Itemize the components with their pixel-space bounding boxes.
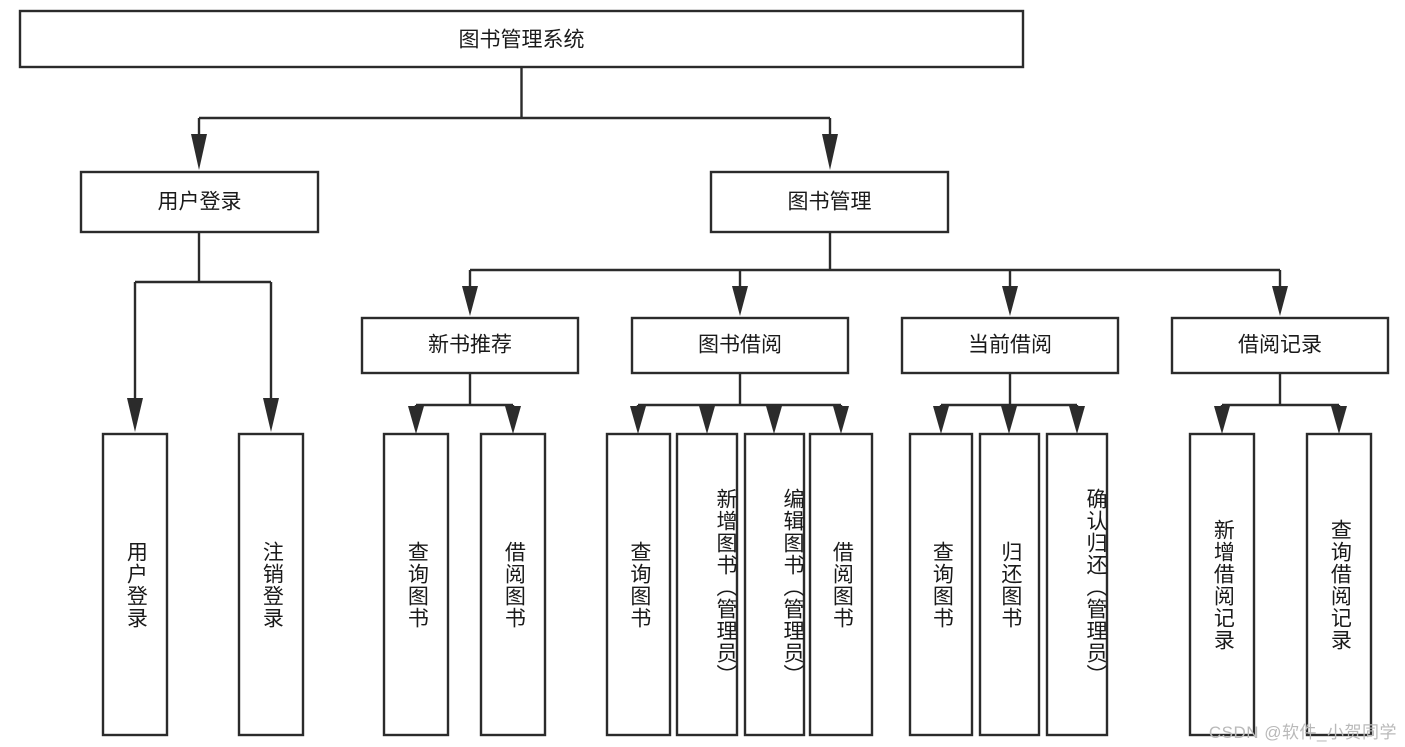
- root-box-label: 图书管理系统: [459, 29, 585, 52]
- leaf-box-borrow-book-2[interactable]: [808, 432, 874, 737]
- leaf-box-confirm-return[interactable]: [1045, 432, 1109, 737]
- leaf-box-query-record[interactable]: [1305, 432, 1373, 737]
- arrow-leaf-query-record: [1331, 406, 1347, 434]
- arrow-user-login: [191, 134, 207, 170]
- leaf-box-add-book[interactable]: [675, 432, 739, 737]
- current-borrow-box-rect: [900, 316, 1120, 375]
- leaf-box-add-record[interactable]: [1188, 432, 1256, 737]
- new-book-recommend-box-rect: [360, 316, 580, 375]
- arrow-leaf-borrow-book-2: [833, 406, 849, 434]
- arrow-book-manage: [822, 134, 838, 170]
- arrow-leaf-confirm-return: [1069, 406, 1085, 434]
- arrow-leaf-add-record: [1214, 406, 1230, 434]
- leaf-box-user-logout[interactable]: [237, 432, 305, 737]
- csdn-watermark: CSDN @软件_小贺同学: [1208, 723, 1397, 742]
- arrow-leaf-query-book-1: [408, 406, 424, 434]
- arrow-book-borrow: [732, 286, 748, 316]
- arrow-leaf-user-logout: [263, 398, 279, 432]
- arrow-leaf-query-book-3: [933, 406, 949, 434]
- arrow-leaf-return-book: [1001, 406, 1017, 434]
- root-box-rect: [18, 9, 1025, 69]
- node-new-book-recommend[interactable]: 新书推荐: [360, 316, 580, 375]
- node-current-borrow[interactable]: 当前借阅: [900, 316, 1120, 375]
- user-login-box-label: 用户登录: [158, 191, 242, 214]
- leaf-box-query-book-1[interactable]: [382, 432, 450, 737]
- node-user-login[interactable]: 用户登录: [79, 170, 320, 234]
- arrow-new-book-recommend: [462, 286, 478, 316]
- leaf-box-edit-book[interactable]: [743, 432, 806, 737]
- leaf-box-user-login[interactable]: [101, 432, 169, 737]
- arrow-leaf-add-book: [699, 406, 715, 434]
- leaf-box-query-book-2[interactable]: [605, 432, 672, 737]
- arrow-borrow-record: [1272, 286, 1288, 316]
- arrow-leaf-borrow-book-1: [505, 406, 521, 434]
- leaf-box-borrow-book-1[interactable]: [479, 432, 547, 737]
- book-borrow-box-label: 图书借阅: [698, 334, 782, 357]
- book-borrow-box-rect: [630, 316, 850, 375]
- leaf-box-query-book-3[interactable]: [908, 432, 974, 737]
- new-book-recommend-box-label: 新书推荐: [428, 334, 512, 357]
- node-borrow-record[interactable]: 借阅记录: [1170, 316, 1390, 375]
- borrow-record-box-rect: [1170, 316, 1390, 375]
- arrow-leaf-edit-book: [766, 406, 782, 434]
- book-manage-box-rect: [709, 170, 950, 234]
- current-borrow-box-label: 当前借阅: [968, 334, 1052, 357]
- node-root[interactable]: 图书管理系统: [18, 9, 1025, 69]
- arrow-leaf-query-book-2: [630, 406, 646, 434]
- leaf-box-return-book[interactable]: [978, 432, 1041, 737]
- borrow-record-box-label: 借阅记录: [1238, 334, 1322, 357]
- node-book-borrow[interactable]: 图书借阅: [630, 316, 850, 375]
- book-manage-box-label: 图书管理: [788, 191, 872, 214]
- arrow-current-borrow: [1002, 286, 1018, 316]
- node-book-manage[interactable]: 图书管理: [709, 170, 950, 234]
- arrow-leaf-user-login: [127, 398, 143, 432]
